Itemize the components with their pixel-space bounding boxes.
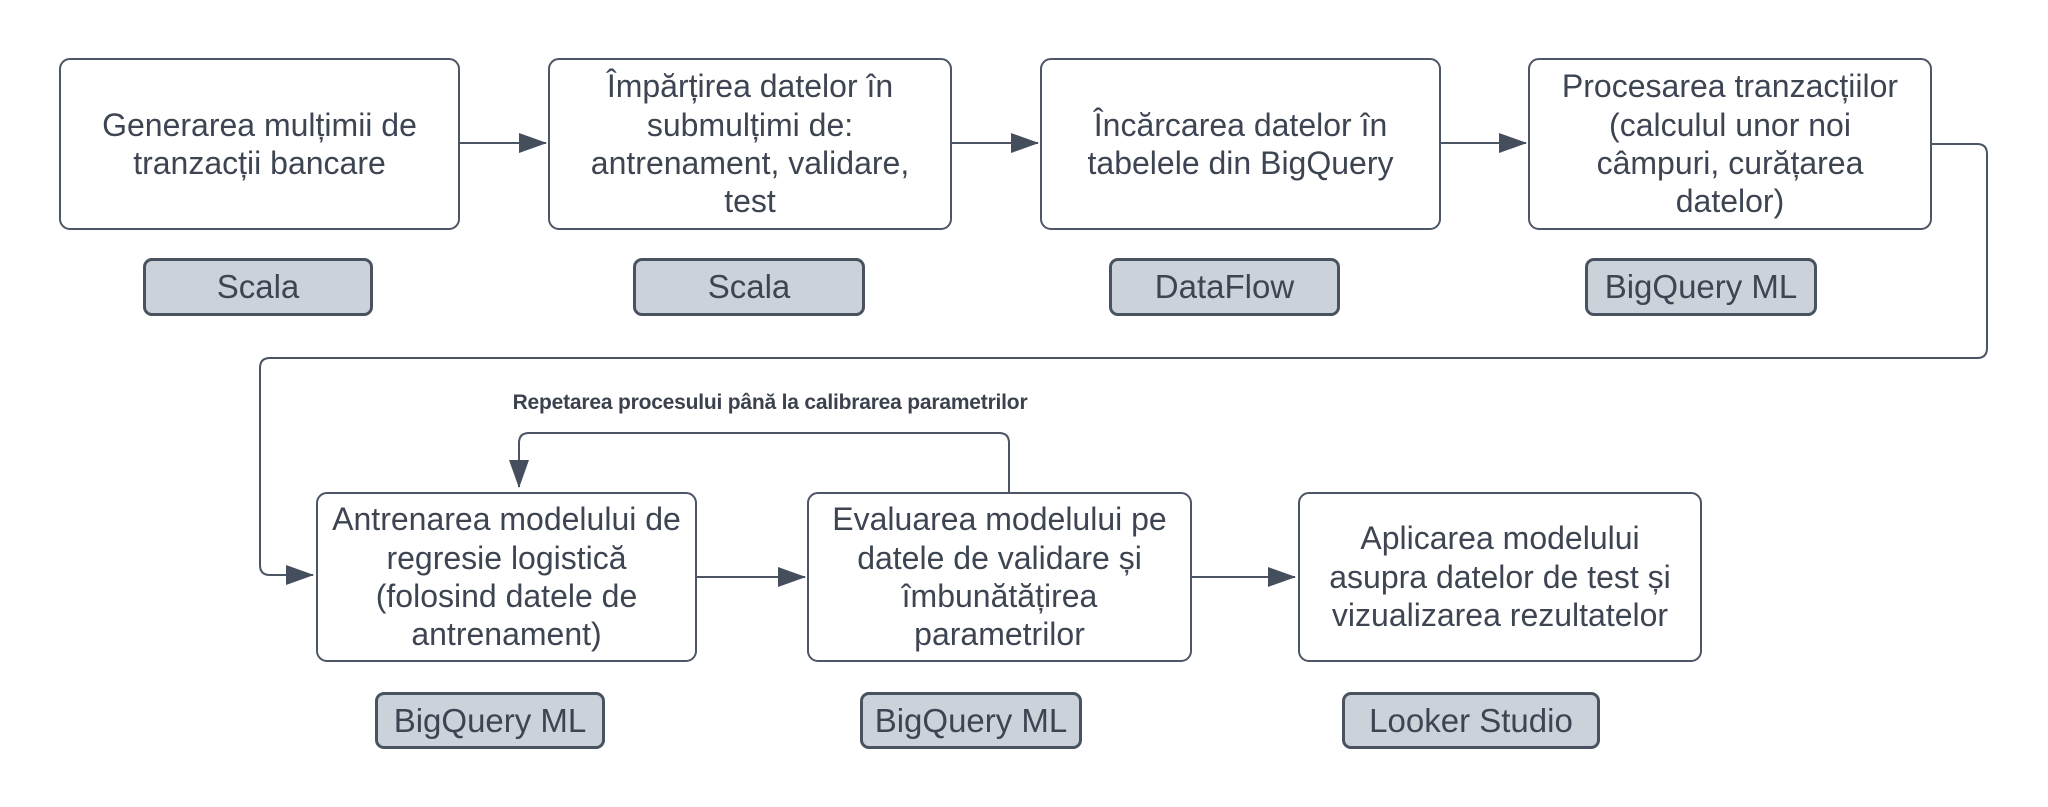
node-evaluate-model: Evaluarea modelului pe datele de validar…	[807, 492, 1192, 662]
badge-label: BigQuery ML	[1604, 268, 1798, 305]
node-label: Împărțirea datelor în submulțimi de: ant…	[590, 68, 910, 220]
badge-scala-split: Scala	[633, 258, 865, 316]
badge-label: BigQuery ML	[874, 701, 1068, 739]
badge-looker-studio: Looker Studio	[1342, 692, 1600, 749]
node-process-transactions: Procesarea tranzacțiilor (calculul unor …	[1528, 58, 1932, 230]
node-label: Procesarea tranzacțiilor (calculul unor …	[1561, 68, 1899, 220]
loop-evaluate-to-train	[509, 432, 1010, 492]
node-label: Antrenarea modelului de regresie logisti…	[332, 501, 681, 653]
node-label: Evaluarea modelului pe datele de validar…	[832, 501, 1167, 653]
node-load-bigquery: Încărcarea datelor în tabelele din BigQu…	[1040, 58, 1441, 230]
badge-label: DataFlow	[1154, 268, 1295, 305]
badge-scala-generate: Scala	[143, 258, 373, 316]
node-label: Aplicarea modelului asupra datelor de te…	[1329, 520, 1671, 634]
badge-label: BigQuery ML	[393, 701, 587, 739]
badge-label: Scala	[216, 268, 300, 305]
node-apply-model: Aplicarea modelului asupra datelor de te…	[1298, 492, 1702, 662]
badge-bigquery-ml-process: BigQuery ML	[1585, 258, 1817, 316]
badge-bigquery-ml-evaluate: BigQuery ML	[860, 692, 1082, 749]
node-label: Generarea mulțimii de tranzacții bancare	[102, 106, 417, 181]
node-label: Încărcarea datelor în tabelele din BigQu…	[1087, 106, 1394, 181]
node-train-model: Antrenarea modelului de regresie logisti…	[316, 492, 697, 662]
node-generate-transactions: Generarea mulțimii de tranzacții bancare	[59, 58, 460, 230]
badge-label: Looker Studio	[1369, 701, 1573, 739]
badge-label: Scala	[707, 268, 791, 305]
badge-dataflow: DataFlow	[1109, 258, 1340, 316]
loop-annotation: Repetarea procesului până la calibrarea …	[512, 391, 1028, 414]
badge-bigquery-ml-train: BigQuery ML	[375, 692, 605, 749]
node-split-data: Împărțirea datelor în submulțimi de: ant…	[548, 58, 952, 230]
